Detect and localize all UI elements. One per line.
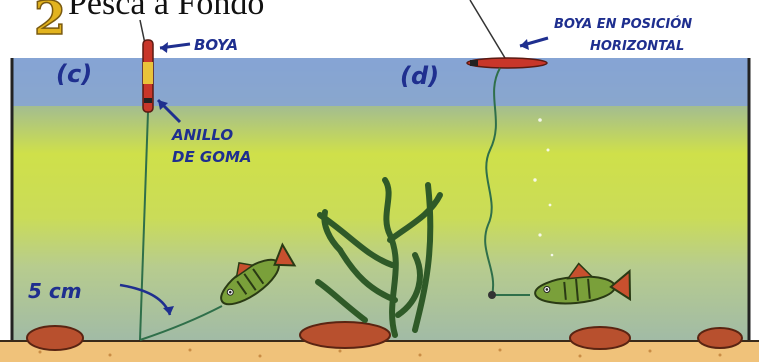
rock-icon bbox=[698, 328, 742, 348]
rock-icon bbox=[570, 327, 630, 349]
float-label: BOYA bbox=[194, 36, 238, 54]
sinker-d bbox=[488, 291, 496, 299]
float-pointer-head bbox=[160, 42, 168, 53]
depth-label: 5 cm bbox=[28, 279, 82, 303]
panel-tag-d: (d) bbox=[400, 62, 439, 90]
float-icon bbox=[143, 40, 153, 112]
rock-icon bbox=[27, 326, 83, 350]
float-horizontal-label-line2: HORIZONTAL bbox=[590, 39, 684, 54]
panel-tag-c: (c) bbox=[56, 60, 92, 88]
fishing-line-d bbox=[470, 0, 505, 58]
rubber-ring-label-line2: DE GOMA bbox=[172, 148, 252, 166]
rock-icon bbox=[300, 322, 390, 348]
float-icon bbox=[467, 58, 547, 68]
float-horizontal-label-line1: BOYA EN POSICIÓN bbox=[554, 16, 692, 32]
rubber-ring-label-line1: ANILLO bbox=[171, 126, 233, 144]
title-number: 2 bbox=[34, 0, 66, 45]
water-surface bbox=[12, 58, 749, 106]
page-title: Pesca a Fondo bbox=[68, 0, 264, 22]
